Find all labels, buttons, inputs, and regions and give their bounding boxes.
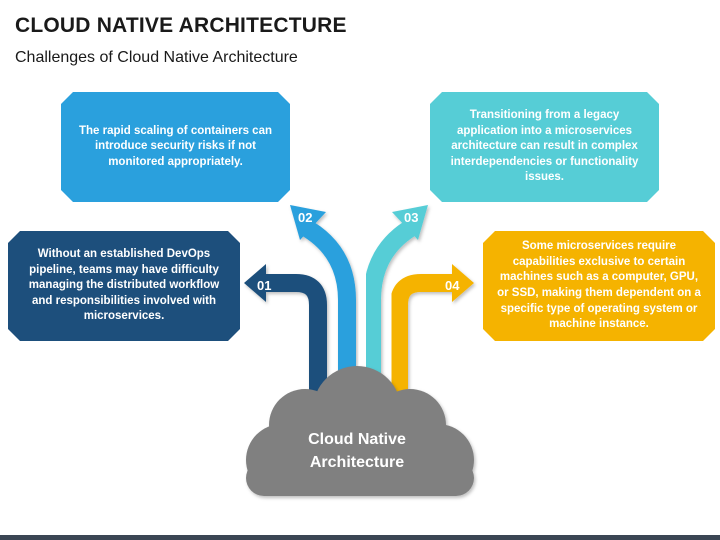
bottom-bar	[0, 535, 720, 540]
cloud-label-line2: Architecture	[309, 454, 405, 472]
challenge-card-01: Without an established DevOps pipeline, …	[8, 231, 240, 341]
page-title: CLOUD NATIVE ARCHITECTURE	[15, 14, 347, 37]
arrow-02	[290, 205, 356, 395]
cloud-label: Cloud Native Architecture	[262, 428, 452, 474]
number-02: 02	[298, 210, 313, 225]
arrow-04	[390, 264, 474, 395]
page-subtitle: Challenges of Cloud Native Architecture	[15, 49, 298, 66]
number-03: 03	[404, 210, 419, 225]
challenge-text-02: The rapid scaling of containers can intr…	[79, 124, 272, 168]
challenge-card-02: The rapid scaling of containers can intr…	[61, 92, 290, 202]
challenge-text-01: Without an established DevOps pipeline, …	[28, 248, 220, 323]
cloud-shape	[246, 366, 474, 496]
arrow-01	[244, 264, 327, 395]
number-01: 01	[257, 278, 272, 293]
number-04: 04	[445, 278, 460, 293]
arrow-03	[363, 205, 428, 395]
challenge-text-04: Some microservices require capabilities …	[497, 240, 701, 331]
cloud-label-line1: Cloud Native	[308, 431, 406, 448]
challenge-card-04: Some microservices require capabilities …	[483, 231, 715, 341]
challenge-text-03: Transitioning from a legacy application …	[450, 109, 639, 184]
challenge-card-03: Transitioning from a legacy application …	[430, 92, 659, 202]
